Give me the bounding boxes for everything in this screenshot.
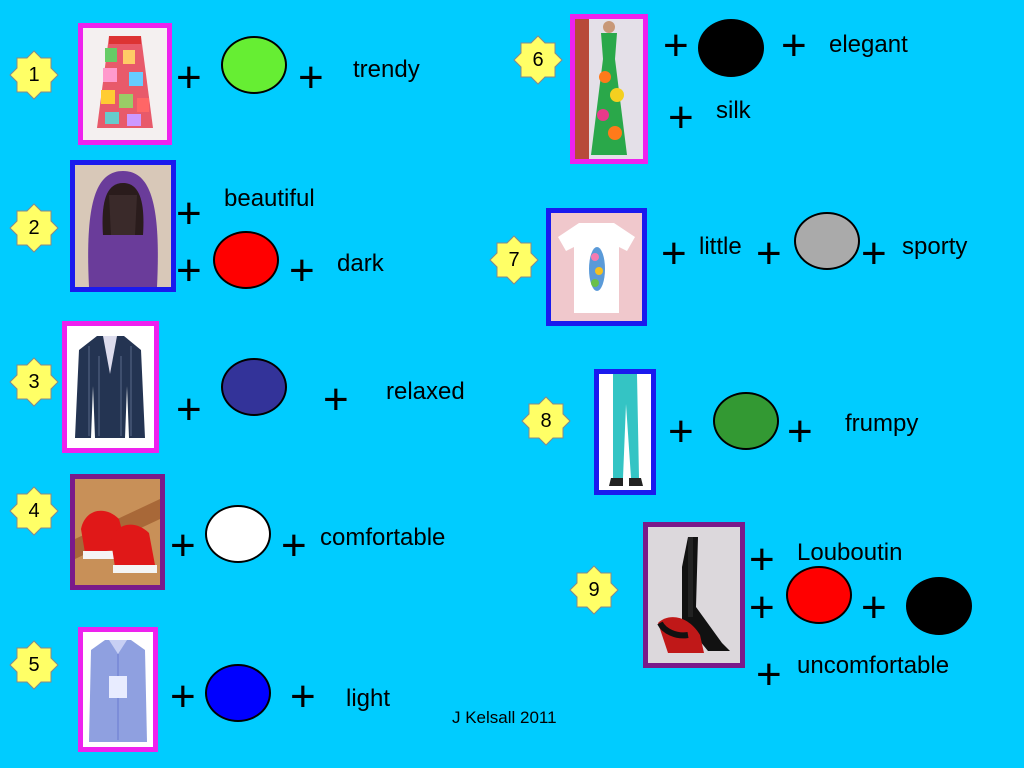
number-badge-label: 7	[508, 249, 520, 271]
adjective-comfortable: comfortable	[320, 524, 446, 551]
adjective-uncomfortable: uncomfortable	[797, 652, 950, 679]
number-badge-1: 1	[9, 50, 59, 100]
adjective-little: little	[699, 233, 742, 260]
photo-floral-maxi-dress	[570, 14, 648, 164]
color-swatch-6	[698, 19, 764, 77]
plus-sign: +	[668, 407, 694, 456]
color-swatch-1	[221, 36, 287, 94]
plus-sign: +	[861, 583, 887, 632]
number-badge-7: 7	[489, 235, 539, 285]
adjective-elegant: elegant	[829, 31, 908, 58]
plus-sign: +	[290, 672, 316, 721]
blue-shirt-image	[83, 632, 153, 747]
plus-sign: +	[176, 189, 202, 238]
number-badge-6: 6	[513, 35, 563, 85]
number-badge-label: 8	[540, 410, 552, 432]
number-badge-9: 9	[569, 565, 619, 615]
brand-louboutin: Louboutin	[797, 539, 903, 566]
floral-maxi-dress-image	[575, 19, 643, 159]
plus-sign: +	[663, 21, 689, 70]
purple-hoodie-image	[75, 165, 171, 287]
plus-sign: +	[298, 53, 324, 102]
color-swatch-9b	[906, 577, 972, 635]
adjective-frumpy: frumpy	[845, 410, 919, 437]
color-swatch-5	[205, 664, 271, 722]
photo-patchwork-skirt	[78, 23, 172, 145]
red-sneakers-image	[75, 479, 160, 585]
plus-sign: +	[781, 21, 807, 70]
plus-sign: +	[170, 521, 196, 570]
color-swatch-8	[713, 392, 779, 450]
number-badge-label: 9	[588, 579, 600, 601]
number-badge-4: 4	[9, 486, 59, 536]
adjective-sporty: sporty	[902, 233, 968, 260]
number-badge-label: 5	[28, 654, 40, 676]
color-swatch-2	[213, 231, 279, 289]
color-swatch-7	[794, 212, 860, 270]
number-badge-label: 4	[28, 500, 40, 522]
number-badge-label: 2	[28, 217, 40, 239]
plus-sign: +	[861, 229, 887, 278]
photo-white-tshirt	[546, 208, 647, 326]
plus-sign: +	[749, 583, 775, 632]
number-badge-label: 1	[28, 64, 40, 86]
number-badge-2: 2	[9, 203, 59, 253]
photo-turquoise-jeans	[594, 369, 656, 495]
plus-sign: +	[289, 246, 315, 295]
photo-blue-shirt	[78, 627, 158, 752]
patchwork-skirt-image	[83, 28, 167, 140]
noun-silk: silk	[716, 97, 751, 124]
plus-sign: +	[787, 407, 813, 456]
photo-pinstripe-jacket	[62, 321, 159, 453]
adjective-relaxed: relaxed	[386, 378, 465, 405]
plus-sign: +	[756, 229, 782, 278]
adjective-beautiful: beautiful	[224, 185, 315, 212]
plus-sign: +	[668, 93, 694, 142]
plus-sign: +	[281, 521, 307, 570]
author-credit: J Kelsall 2011	[452, 708, 557, 727]
plus-sign: +	[176, 385, 202, 434]
color-swatch-4	[205, 505, 271, 563]
adjective-dark: dark	[337, 250, 384, 277]
plus-sign: +	[176, 246, 202, 295]
number-badge-label: 3	[28, 371, 40, 393]
number-badge-5: 5	[9, 640, 59, 690]
plus-sign: +	[661, 229, 687, 278]
plus-sign: +	[176, 53, 202, 102]
photo-louboutin-heels	[643, 522, 745, 668]
white-tshirt-image	[551, 213, 642, 321]
number-badge-3: 3	[9, 357, 59, 407]
plus-sign: +	[749, 535, 775, 584]
louboutin-heels-image	[648, 527, 740, 663]
plus-sign: +	[323, 375, 349, 424]
adjective-light: light	[346, 685, 391, 712]
adjective-trendy: trendy	[353, 56, 420, 83]
turquoise-jeans-image	[599, 374, 651, 490]
color-swatch-3	[221, 358, 287, 416]
photo-red-sneakers	[70, 474, 165, 590]
number-badge-label: 6	[532, 49, 544, 71]
number-badge-8: 8	[521, 396, 571, 446]
photo-purple-hoodie	[70, 160, 176, 292]
color-swatch-9a	[786, 566, 852, 624]
pinstripe-jacket-image	[67, 326, 154, 448]
plus-sign: +	[756, 650, 782, 699]
plus-sign: +	[170, 672, 196, 721]
